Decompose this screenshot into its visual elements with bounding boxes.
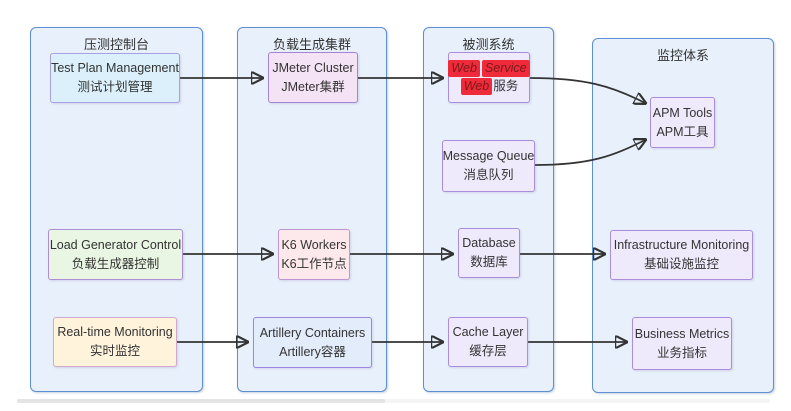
- node-jmeter-cluster: JMeter Cluster JMeter集群: [268, 52, 358, 103]
- node-label-zh: 实时监控: [89, 344, 140, 358]
- node-label-en: Infrastructure Monitoring: [613, 238, 750, 252]
- node-label-en: Load Generator Control: [49, 237, 182, 252]
- horizontal-scrollbar-thumb[interactable]: [17, 399, 385, 403]
- search-highlight: Service: [481, 59, 530, 77]
- node-label-zh: 业务指标: [656, 345, 707, 360]
- node-label-en: Real-time Monitoring: [57, 325, 173, 339]
- node-label-zh: Artillery容器: [279, 344, 346, 359]
- node-label-zh-tail: 服务: [493, 78, 519, 93]
- node-label-en: JMeter Cluster: [272, 60, 354, 75]
- node-label-zh: JMeter集群: [281, 79, 345, 94]
- node-label-zh: 数据库: [470, 255, 508, 269]
- node-apm-tools: APM Tools APM工具: [650, 97, 715, 148]
- node-label-zh: K6工作节点: [281, 256, 347, 271]
- node-database: Database 数据库: [458, 228, 520, 278]
- node-real-time-monitoring: Real-time Monitoring 实时监控: [53, 317, 177, 367]
- node-label-zh: 消息队列: [463, 168, 514, 182]
- node-label-en: Cache Layer: [452, 325, 524, 339]
- group-title-system-under-test: 被测系统: [462, 37, 515, 52]
- node-label-zh: 负载生成器控制: [71, 256, 160, 271]
- node-label-en: Database: [462, 236, 516, 250]
- node-label-zh: 缓存层: [469, 344, 507, 358]
- node-message-queue: Message Queue 消息队列: [442, 140, 535, 192]
- node-label-en: Artillery Containers: [259, 325, 366, 340]
- node-business-metrics: Business Metrics 业务指标: [632, 317, 732, 370]
- search-highlight: Web: [460, 77, 493, 95]
- node-label-en: Web Service: [447, 59, 530, 77]
- node-label-en: Business Metrics: [634, 326, 730, 341]
- node-label-zh: Web 服务: [460, 77, 519, 96]
- node-cache-layer: Cache Layer 缓存层: [448, 317, 528, 367]
- node-infrastructure-monitoring: Infrastructure Monitoring 基础设施监控: [610, 230, 753, 280]
- node-artillery-containers: Artillery Containers Artillery容器: [253, 317, 372, 368]
- group-title-load-test-console: 压测控制台: [83, 37, 149, 52]
- group-title-load-generation-cluster: 负载生成集群: [272, 37, 351, 52]
- node-label-en: Test Plan Management: [51, 61, 179, 75]
- node-k6-workers: K6 Workers K6工作节点: [278, 229, 350, 280]
- node-label-zh: 测试计划管理: [77, 80, 153, 94]
- node-label-en: Message Queue: [442, 149, 535, 163]
- horizontal-scrollbar-track[interactable]: [17, 399, 770, 403]
- node-label-zh: APM工具: [656, 124, 709, 139]
- node-label-en: APM Tools: [652, 105, 713, 120]
- node-test-plan-management: Test Plan Management 测试计划管理: [50, 53, 180, 103]
- node-web-service: Web Service Web 服务: [448, 52, 530, 103]
- search-highlight: Web: [448, 59, 480, 77]
- node-label-en: K6 Workers: [281, 237, 347, 252]
- node-label-zh: 基础设施监控: [643, 257, 719, 271]
- node-load-generator-control: Load Generator Control 负载生成器控制: [48, 229, 183, 280]
- group-title-monitoring-system: 监控体系: [656, 48, 709, 63]
